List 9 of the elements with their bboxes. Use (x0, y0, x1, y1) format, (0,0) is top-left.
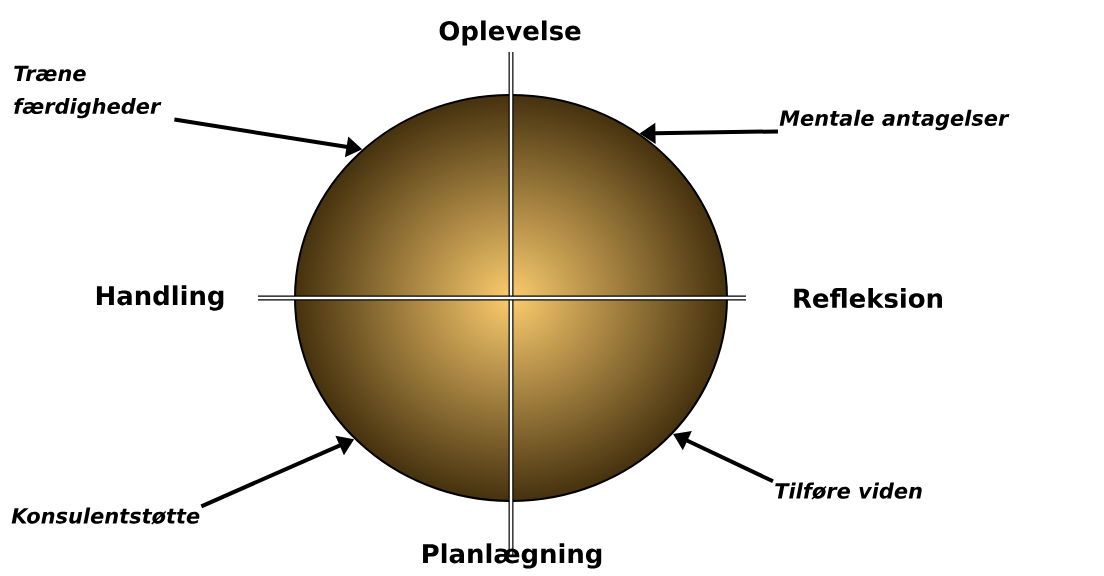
caption-text: Mentale antagelser (779, 109, 1010, 131)
axis-label: Planlægning (423, 543, 602, 569)
shaded-circle (294, 94, 728, 502)
caption-text: Tilføre viden (775, 482, 922, 500)
axis-label: Oplevelse (439, 20, 581, 46)
caption-text: Træne færdigheder (14, 65, 162, 119)
axis-label: Refleksion (794, 287, 942, 308)
caption-text: Konsulentstøtte (11, 507, 200, 525)
axis-label: Handling (96, 285, 224, 311)
